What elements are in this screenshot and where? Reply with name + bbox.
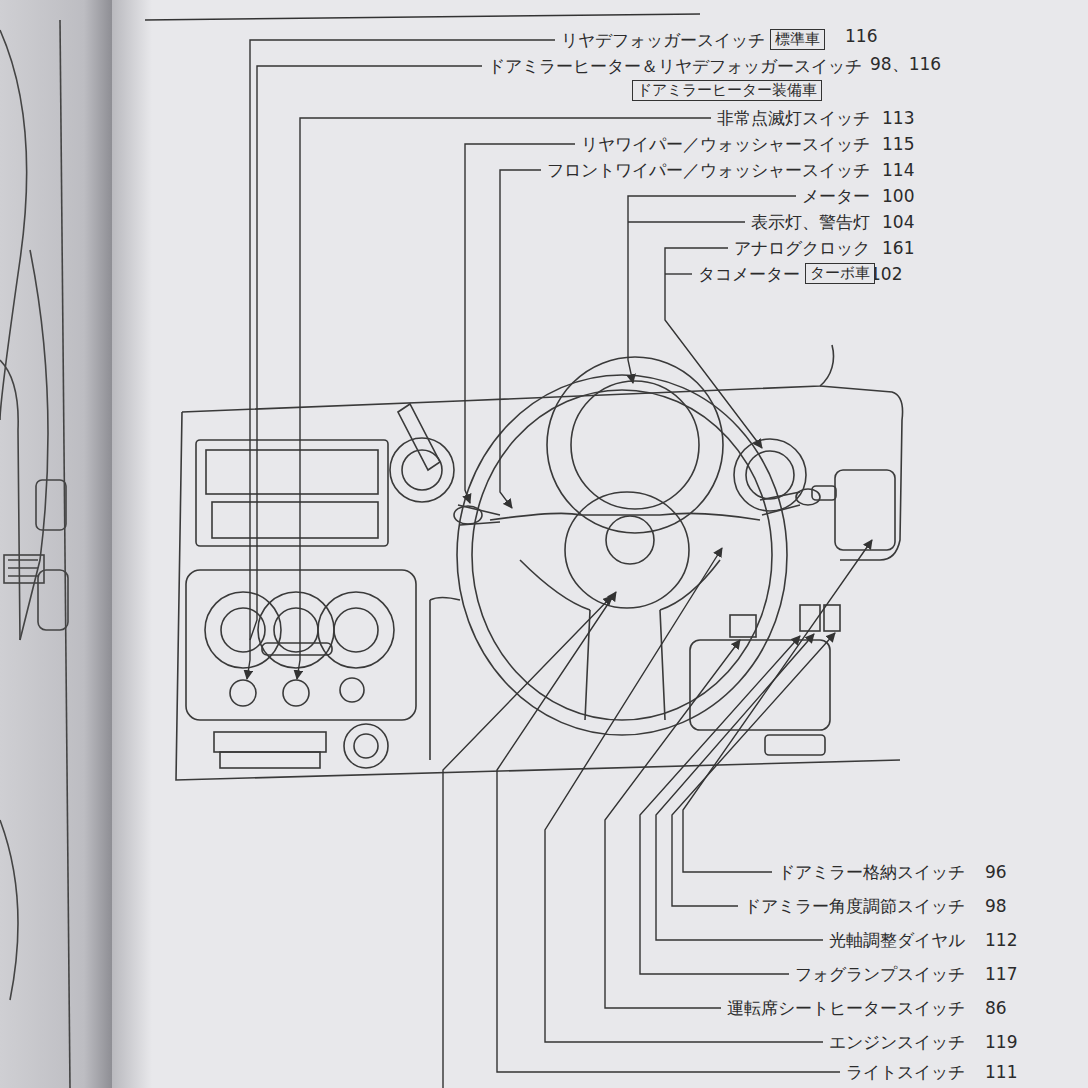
page-number: 86 bbox=[985, 998, 1007, 1018]
part-name: フロントワイパー／ウォッシャースイッチ bbox=[547, 160, 870, 180]
part-name: リヤワイパー／ウォッシャースイッチ bbox=[581, 134, 870, 154]
page-number: 112 bbox=[985, 930, 1017, 950]
tag-text: ターボ車 bbox=[810, 264, 870, 283]
part-name: リヤデフォッガースイッチ bbox=[561, 30, 765, 50]
page-number: 119 bbox=[985, 1032, 1017, 1052]
part-name: アナログクロック bbox=[734, 238, 870, 258]
vehicle-tag: ターボ車 bbox=[805, 263, 875, 284]
leader-line bbox=[656, 634, 823, 940]
part-name: 運転席シートヒータースイッチ bbox=[727, 998, 965, 1018]
part-name: 表示灯、警告灯 bbox=[751, 212, 870, 232]
tag-text: 標準車 bbox=[775, 30, 820, 49]
part-name: タコメーター bbox=[698, 264, 800, 284]
page-number: 98 bbox=[985, 896, 1007, 916]
page-number: 96 bbox=[985, 862, 1007, 882]
page-number: 115 bbox=[882, 134, 914, 154]
page-number: 100 bbox=[882, 186, 914, 206]
leader-line bbox=[247, 40, 555, 679]
left-page bbox=[0, 0, 112, 1088]
page-number: 98、116 bbox=[870, 54, 941, 74]
part-name: フォグランプスイッチ bbox=[795, 964, 965, 984]
page-shadow bbox=[112, 0, 152, 1088]
part-name: 光軸調整ダイヤル bbox=[829, 930, 965, 950]
part-name: ライトスイッチ bbox=[846, 1062, 965, 1082]
part-name: ドアミラーヒーター＆リヤデフォッガースイッチ bbox=[488, 56, 862, 76]
part-name: メーター bbox=[802, 186, 870, 206]
tag-text: ドアミラーヒーター装備車 bbox=[637, 81, 817, 100]
page-number: 117 bbox=[985, 964, 1017, 984]
leader-line bbox=[640, 636, 800, 974]
left-page-drawing bbox=[0, 20, 70, 1088]
dashboard-drawing bbox=[176, 345, 903, 780]
page-rule bbox=[145, 14, 700, 20]
leader-line bbox=[665, 273, 692, 274]
page-number: 116 bbox=[845, 26, 877, 46]
leader-line bbox=[250, 66, 482, 640]
leader-line bbox=[628, 221, 745, 222]
page-number: 104 bbox=[882, 212, 914, 232]
leader-line bbox=[500, 170, 541, 508]
leader-line bbox=[465, 144, 575, 503]
part-name: ドアミラー格納スイッチ bbox=[778, 862, 965, 882]
leader-line bbox=[297, 118, 711, 679]
page-number: 111 bbox=[985, 1062, 1017, 1082]
page-number: 114 bbox=[882, 160, 914, 180]
leader-line bbox=[683, 540, 872, 872]
page-number: 161 bbox=[882, 238, 914, 258]
part-name: 非常点滅灯スイッチ bbox=[717, 108, 870, 128]
part-name: ドアミラー角度調節スイッチ bbox=[744, 896, 965, 916]
part-name: エンジンスイッチ bbox=[829, 1032, 965, 1052]
vehicle-tag: 標準車 bbox=[770, 29, 825, 50]
vehicle-tag: ドアミラーヒーター装備車 bbox=[632, 80, 822, 101]
page-number: 113 bbox=[882, 108, 914, 128]
leader-line bbox=[605, 640, 740, 1008]
leader-line bbox=[443, 596, 612, 1088]
